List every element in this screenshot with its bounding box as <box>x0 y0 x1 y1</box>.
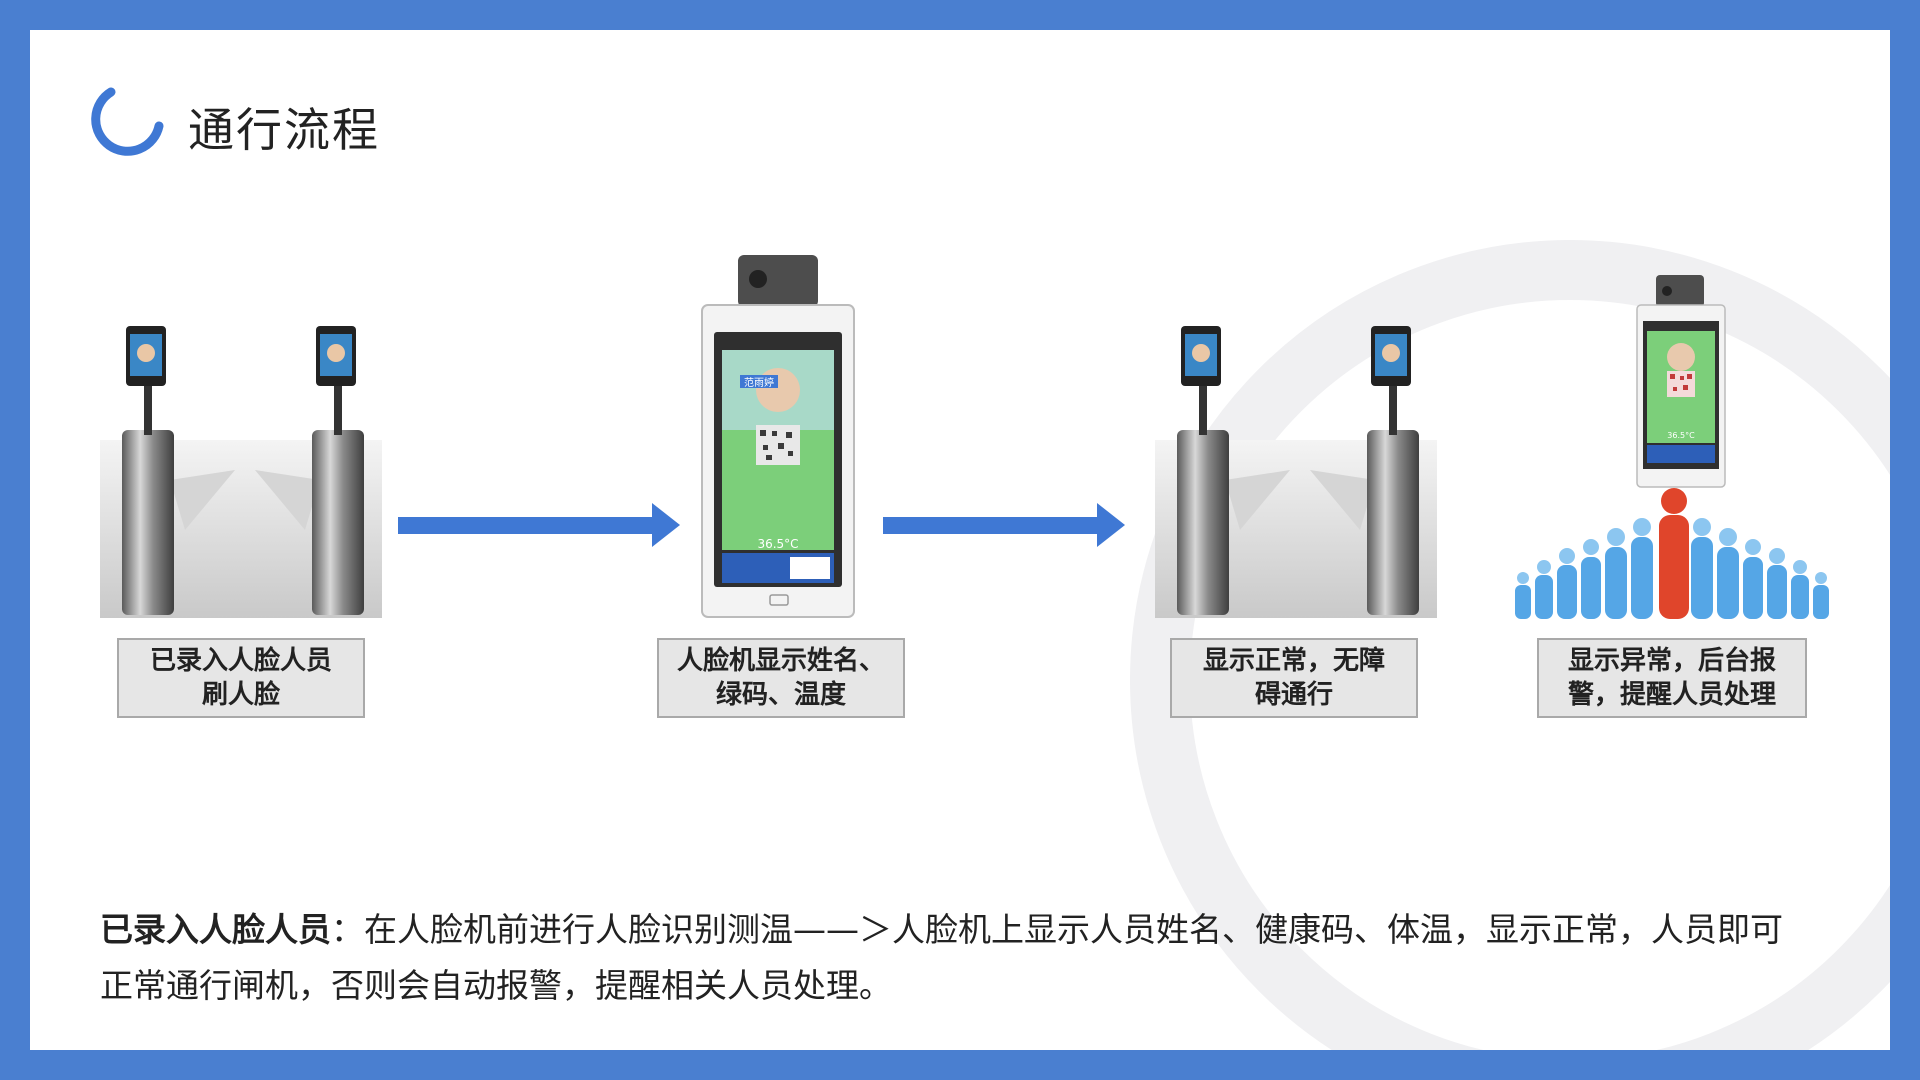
terminal-screen-name: 范雨婷 <box>744 376 774 389</box>
terminal-crowd-icon: 36.5°C <box>1515 275 1829 619</box>
step-3-caption: 显示正常，无障 碍通行 <box>1170 638 1418 718</box>
step-2-caption: 人脸机显示姓名、 绿码、温度 <box>657 638 905 718</box>
right-arrow-icon <box>883 503 1125 547</box>
description-paragraph: 已录入人脸人员：在人脸机前进行人脸识别测温——＞人脸机上显示人员姓名、健康码、体… <box>100 902 1800 1014</box>
right-arrow-icon <box>398 503 680 547</box>
loading-ring-icon <box>91 87 164 156</box>
terminal-temperature: 36.5°C <box>757 537 798 551</box>
description-text: ：在人脸机前进行人脸识别测温——＞人脸机上显示人员姓名、健康码、体温，显示正常，… <box>100 910 1783 1005</box>
step-4-caption: 显示异常，后台报 警，提醒人员处理 <box>1537 638 1807 718</box>
crowd-terminal-temperature: 36.5°C <box>1667 431 1695 440</box>
slide: 通行流程 已录入人脸人员 刷人脸 <box>30 30 1890 1050</box>
face-terminal-icon: 范雨婷 36.5°C <box>701 255 855 618</box>
page-title: 通行流程 <box>188 103 380 157</box>
turnstile-gate-icon <box>100 326 382 618</box>
description-lead: 已录入人脸人员 <box>100 910 331 949</box>
step-1-caption: 已录入人脸人员 刷人脸 <box>117 638 365 718</box>
turnstile-gate-icon <box>1155 326 1437 618</box>
